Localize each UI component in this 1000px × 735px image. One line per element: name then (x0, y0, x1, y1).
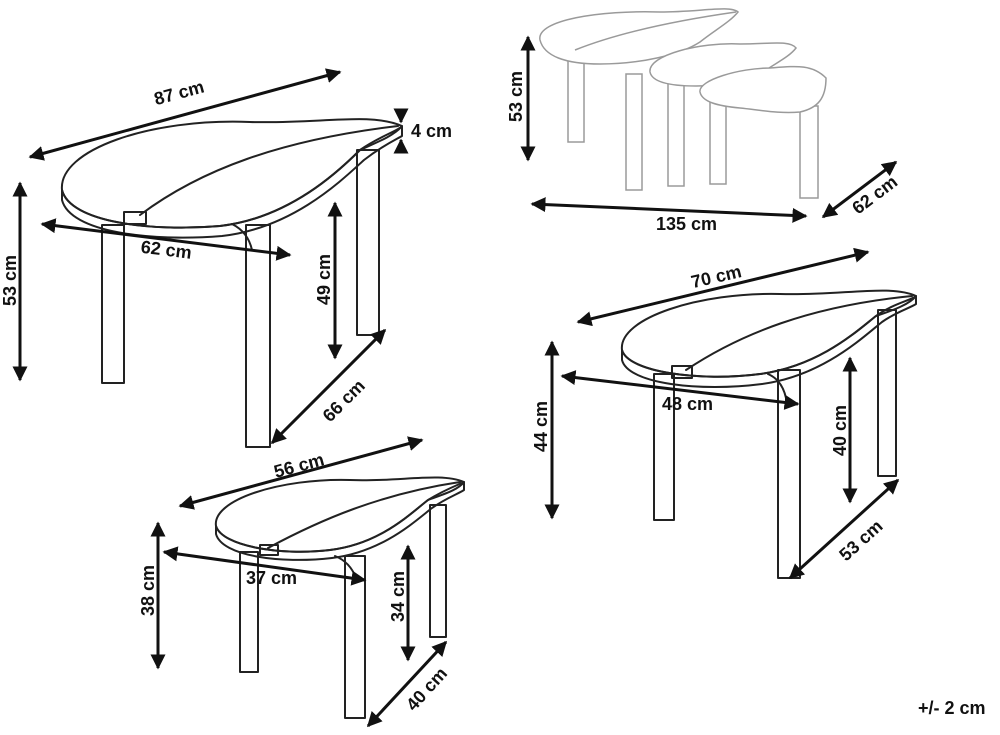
set-leg-3 (667, 77, 685, 187)
large-table-leg-back (356, 149, 380, 336)
medium-table-legspan-label: 48 cm (662, 394, 713, 414)
small-table-legheight-label: 34 cm (388, 571, 408, 622)
medium-table-depth-arrow (788, 478, 900, 580)
large-table-length-arrow (28, 68, 342, 161)
large-table-legspan-arrow (40, 218, 292, 261)
set-height-label: 53 cm (506, 71, 526, 122)
set-leg-5 (799, 105, 819, 199)
tolerance-note: +/- 2 cm (918, 698, 986, 718)
large-table-height-label: 53 cm (0, 255, 20, 306)
nesting-set-drawing (539, 8, 827, 199)
set-top-large-midrib (574, 11, 737, 51)
small-table-legspan-arrow (162, 546, 367, 586)
set-length-arrow (530, 197, 808, 223)
set-leg-1 (567, 57, 585, 143)
large-table-leg-bracket (231, 223, 253, 251)
large-table-depth-arrow (270, 328, 387, 445)
small-table-leg-back (429, 504, 447, 638)
large-table-thickness-label: 4 cm (411, 121, 452, 141)
large-table-leg-front-right (245, 224, 271, 448)
small-table-legspan-label: 37 cm (246, 568, 297, 588)
large-table-top-midrib (139, 125, 399, 216)
set-length-label: 135 cm (656, 214, 717, 234)
small-table-depth-arrow (366, 640, 448, 728)
set-depth-arrow (821, 160, 898, 219)
set-top-medium (649, 42, 797, 87)
medium-table-legheight-label: 40 cm (830, 405, 850, 456)
large-table-length-label: 87 cm (152, 77, 206, 110)
set-top-small (699, 65, 827, 114)
medium-table-length-arrow (576, 247, 870, 327)
medium-table-dimensions: 70 cm 48 cm 44 cm 40 cm 53 cm (531, 247, 900, 580)
small-table-length-label: 56 cm (272, 449, 326, 482)
medium-table-height-label: 44 cm (531, 401, 551, 452)
small-table-depth-label: 40 cm (402, 663, 451, 714)
medium-table-legspan-arrow (560, 370, 800, 410)
large-table-legheight-label: 49 cm (314, 254, 334, 305)
small-table-length-arrow (178, 436, 424, 510)
medium-table-top-surface (620, 289, 917, 378)
set-leg-4 (709, 97, 727, 185)
small-table-top-midrib (267, 481, 461, 549)
set-leg-2 (625, 73, 643, 191)
large-table-leg-front-left (101, 224, 125, 384)
medium-table-leg-back (877, 309, 897, 477)
large-table-depth-label: 66 cm (319, 376, 369, 426)
small-table-height-label: 38 cm (138, 565, 158, 616)
medium-table-depth-label: 53 cm (835, 516, 886, 565)
